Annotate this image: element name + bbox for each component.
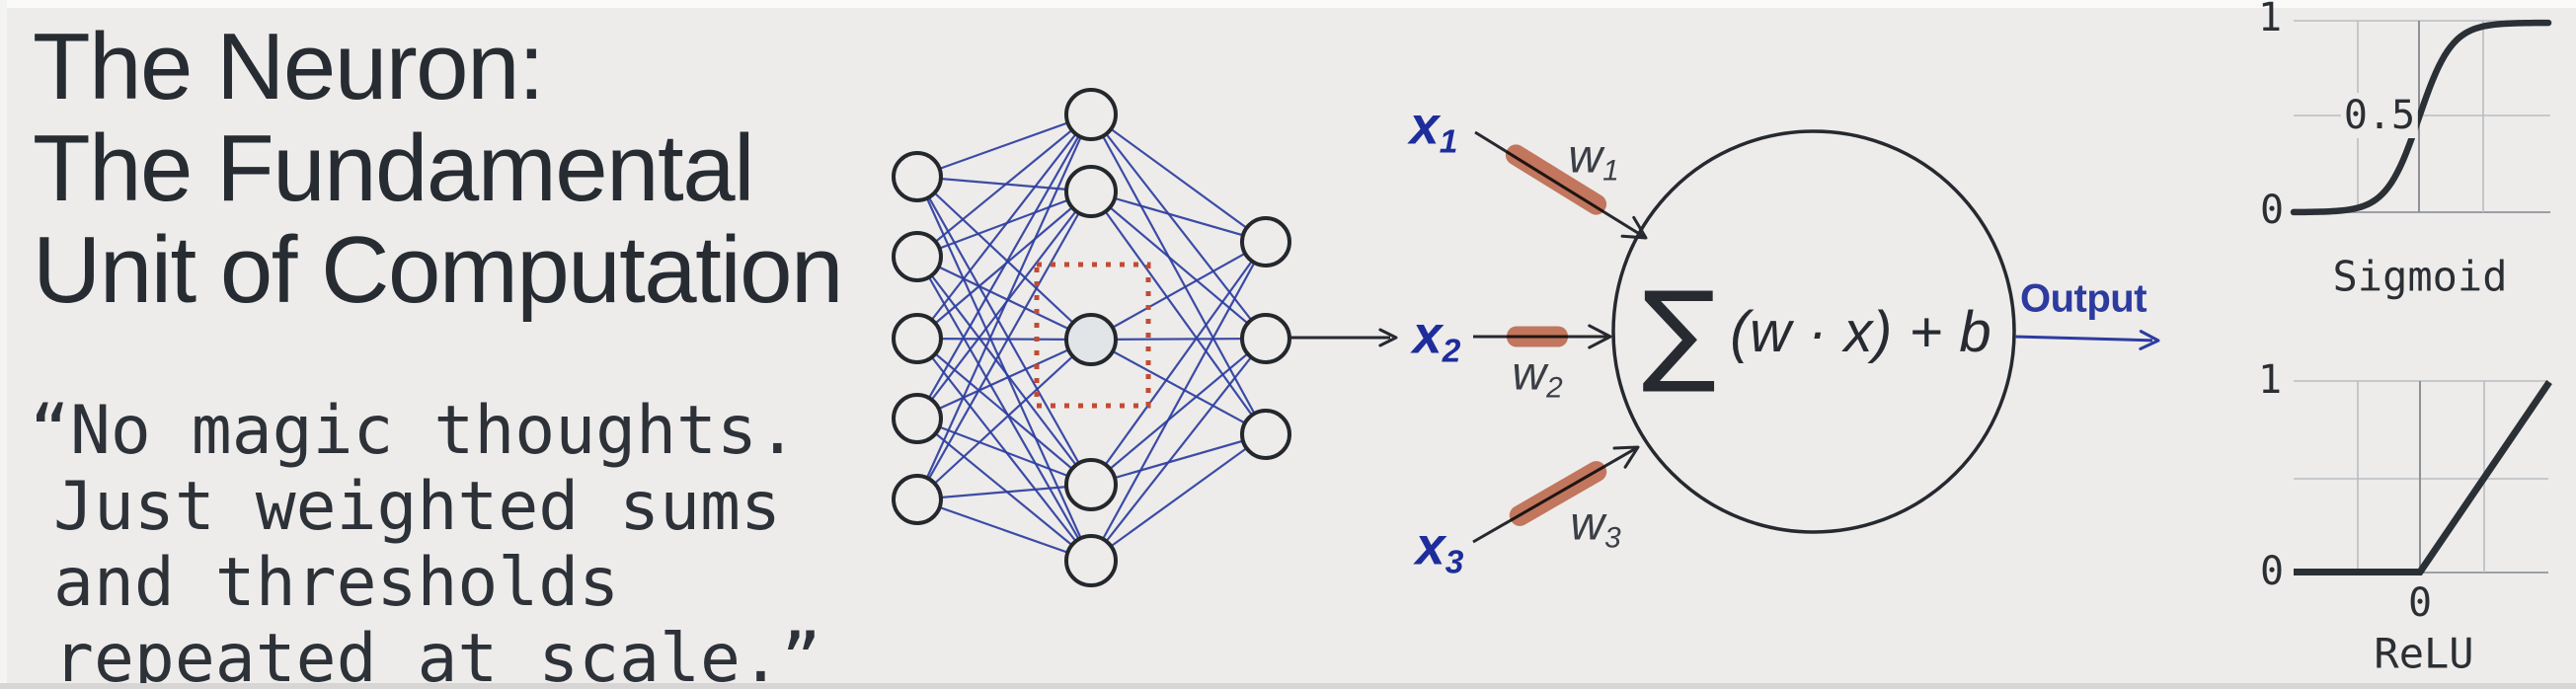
output-arrow-head xyxy=(2139,330,2160,350)
weighted-sum-expression: (w · x) + b xyxy=(1730,300,1992,364)
network-edge xyxy=(1090,241,1267,486)
zoom-arrow-head xyxy=(1378,328,1398,347)
network-edge xyxy=(1090,338,1267,562)
network-node xyxy=(892,313,943,364)
zoom-region-box xyxy=(1034,262,1151,409)
input-arrow xyxy=(1620,215,1648,240)
network-edge xyxy=(1090,241,1267,341)
relu-curve xyxy=(2294,380,2552,575)
network-edge xyxy=(916,114,1092,340)
network-node-highlighted xyxy=(1064,313,1118,366)
network-edge xyxy=(1090,114,1267,340)
network-edge xyxy=(916,190,1092,259)
weight-highlight xyxy=(1505,144,1607,215)
network-edge xyxy=(915,176,1093,562)
network-node xyxy=(1064,458,1118,511)
network-edge xyxy=(1090,339,1267,435)
quote-line-1: “No magic thoughts. xyxy=(30,392,798,470)
weight-highlight xyxy=(1509,461,1607,526)
network-edge xyxy=(916,483,1092,501)
network-edge xyxy=(916,256,1092,562)
weight-highlight xyxy=(1507,326,1568,347)
network-edge xyxy=(916,338,1092,486)
network-edge xyxy=(916,113,1092,179)
network-edge xyxy=(916,256,1092,486)
title-line-1: The Neuron: xyxy=(33,14,545,119)
left-edge-strip xyxy=(0,0,7,689)
network-node xyxy=(1240,313,1291,364)
title-line-2: The Fundamental xyxy=(33,115,754,221)
input-arrow xyxy=(1588,324,1612,349)
quote-line-4: repeated at scale.” xyxy=(53,620,821,689)
network-edge xyxy=(916,176,1092,341)
input-arrow xyxy=(1612,445,1640,469)
network-edge xyxy=(916,176,1092,486)
network-edge xyxy=(916,338,1092,421)
network-edge xyxy=(915,114,1093,500)
network-edge xyxy=(916,256,1092,341)
title-line-3: Unit of Computation xyxy=(33,217,843,323)
network-node xyxy=(892,231,943,282)
network-node xyxy=(1064,534,1118,587)
network-edge xyxy=(916,114,1092,258)
network-edge xyxy=(916,339,1092,500)
network-edge xyxy=(916,114,1092,420)
sigma-symbol: ∑ xyxy=(1641,268,1717,397)
network-node xyxy=(1064,88,1118,141)
quote-line-2: Just weighted sums xyxy=(53,468,781,546)
network-edge xyxy=(916,338,1092,562)
quote-line-3: and thresholds xyxy=(53,544,620,622)
network-node xyxy=(892,393,943,444)
network-edge xyxy=(916,417,1092,487)
network-edge xyxy=(916,337,1092,342)
neuron-circle xyxy=(1611,129,2016,534)
sigmoid-curve xyxy=(2290,19,2552,216)
network-edge xyxy=(916,191,1092,500)
network-edge xyxy=(1090,338,1267,486)
network-node xyxy=(1064,165,1118,218)
network-edge xyxy=(1090,190,1267,244)
network-node xyxy=(1240,409,1291,460)
network-edge xyxy=(1090,337,1267,342)
network-edge xyxy=(1090,433,1267,562)
network-edge xyxy=(1090,114,1267,243)
top-edge-strip xyxy=(0,0,2576,8)
network-node xyxy=(1240,216,1291,268)
network-node xyxy=(892,474,943,525)
network-edge xyxy=(1090,432,1267,487)
output-arrow-shaft xyxy=(2014,335,2153,343)
page-title: The Neuron: The Fundamental Unit of Comp… xyxy=(33,14,843,323)
neuron-formula: ∑ (w · x) + b xyxy=(1629,250,2004,416)
network-edge xyxy=(916,418,1092,562)
network-edge xyxy=(1090,114,1267,435)
quote: “No magic thoughts. Just weighted sums a… xyxy=(30,393,821,689)
network-edge xyxy=(1090,191,1267,340)
network-edge xyxy=(1090,241,1267,562)
network-edge xyxy=(1090,191,1267,435)
network-node xyxy=(892,151,943,202)
bottom-edge-strip xyxy=(0,683,2576,689)
network-edge xyxy=(916,498,1092,563)
network-edge xyxy=(916,175,1092,193)
